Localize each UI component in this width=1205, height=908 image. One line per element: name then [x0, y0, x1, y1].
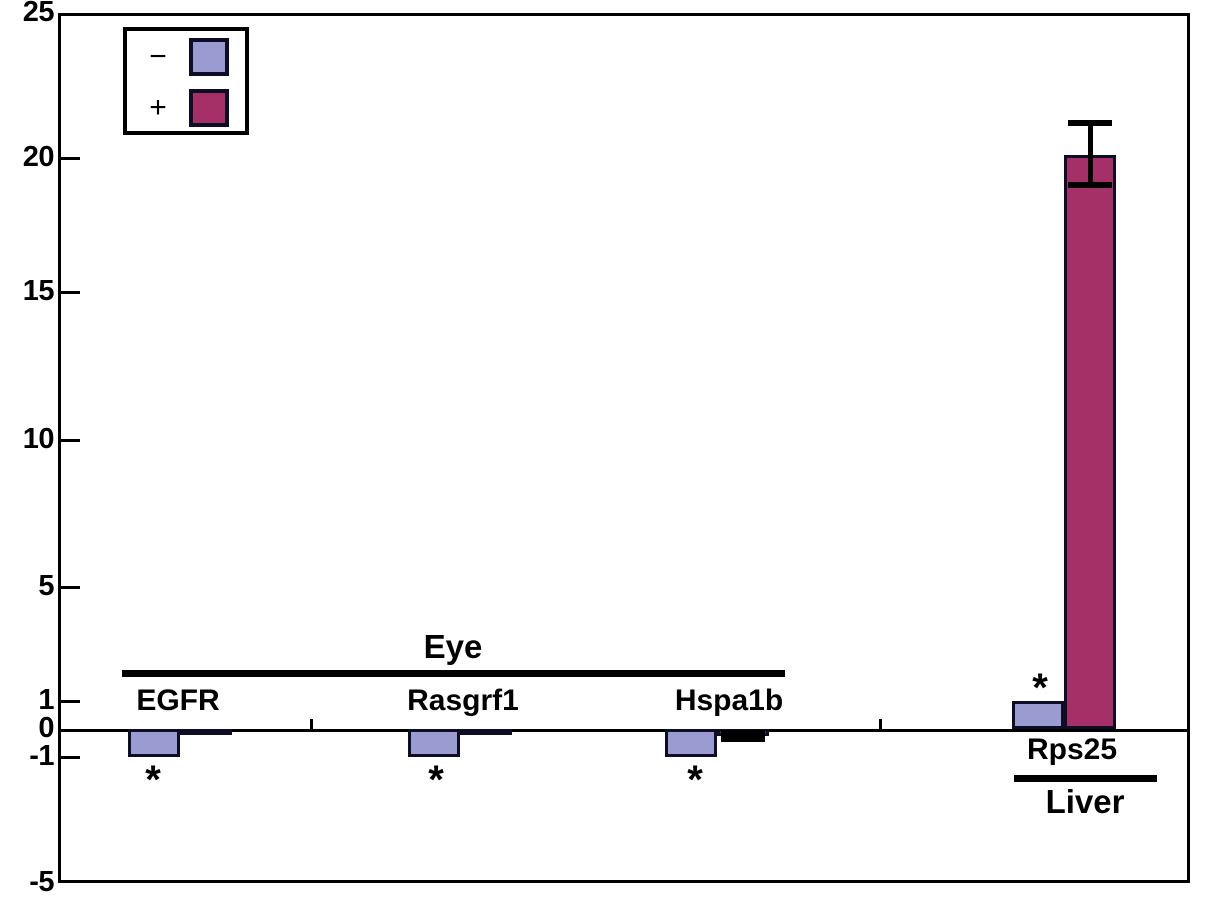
bar-rasgrf1-plus[interactable] [460, 729, 512, 735]
legend: − + [123, 27, 249, 135]
bar-rps25-minus[interactable] [1012, 701, 1064, 729]
y-tick-label--5: -5 [29, 866, 54, 898]
y-tick-label-10: 10 [22, 423, 55, 455]
y-tick-15 [58, 290, 80, 294]
significance-star-rasgrf1: * [428, 758, 444, 802]
plot-frame [58, 13, 1190, 883]
y-tick-label--1: -1 [29, 740, 54, 772]
errorbar-hspa1b-plus [740, 732, 746, 740]
zero-minor-tick-1 [310, 719, 313, 729]
significance-star-egfr: * [145, 758, 161, 802]
y-tick-1 [58, 699, 80, 703]
significance-star-rps25: * [1032, 666, 1048, 710]
y-tick-label-1: 1 [38, 684, 54, 716]
significance-star-hspa1b: * [687, 758, 703, 802]
legend-symbol-minus: − [149, 40, 167, 73]
bar-rasgrf1-minus[interactable] [408, 729, 460, 757]
y-tick-label-20: 20 [22, 141, 55, 173]
errorbar-cap-rps25-lower [1068, 181, 1112, 188]
errorbar-cap-hspa1b-lower [721, 736, 765, 743]
legend-swatch-plus [189, 89, 229, 127]
y-tick-5 [58, 585, 80, 589]
bar-hspa1b-minus[interactable] [665, 729, 717, 757]
legend-swatch-minus [189, 38, 229, 76]
tissue-rule-liver [1014, 775, 1157, 782]
errorbar-rps25-plus [1087, 123, 1093, 185]
gene-label-hspa1b: Hspa1b [674, 684, 784, 717]
errorbar-cap-rps25-upper [1068, 120, 1112, 127]
y-tick-label-25: 25 [22, 0, 55, 28]
legend-symbol-plus: + [149, 91, 167, 124]
y-tick-label-0: 0 [38, 712, 54, 744]
legend-entry-plus: + [127, 86, 245, 130]
tissue-label-liver: Liver [1045, 783, 1125, 820]
bar-rps25-plus[interactable] [1064, 155, 1116, 729]
y-tick--1 [58, 755, 80, 759]
y-tick-20 [58, 156, 80, 160]
errorbar-cap-hspa1b-upper [721, 729, 765, 736]
zero-baseline [61, 729, 1187, 732]
gene-label-egfr: EGFR [136, 684, 220, 717]
tissue-label-eye: Eye [423, 628, 483, 665]
legend-entry-minus: − [127, 35, 245, 79]
gene-label-rps25: Rps25 [1026, 733, 1118, 766]
y-tick-10 [58, 438, 80, 442]
y-tick-label-5: 5 [38, 570, 54, 602]
zero-minor-tick-2 [879, 719, 882, 729]
tissue-rule-eye [122, 670, 785, 677]
gene-label-rasgrf1: Rasgrf1 [407, 684, 519, 717]
y-tick-label-15: 15 [22, 275, 55, 307]
bar-egfr-minus[interactable] [128, 729, 180, 757]
bar-egfr-plus[interactable] [180, 729, 232, 735]
